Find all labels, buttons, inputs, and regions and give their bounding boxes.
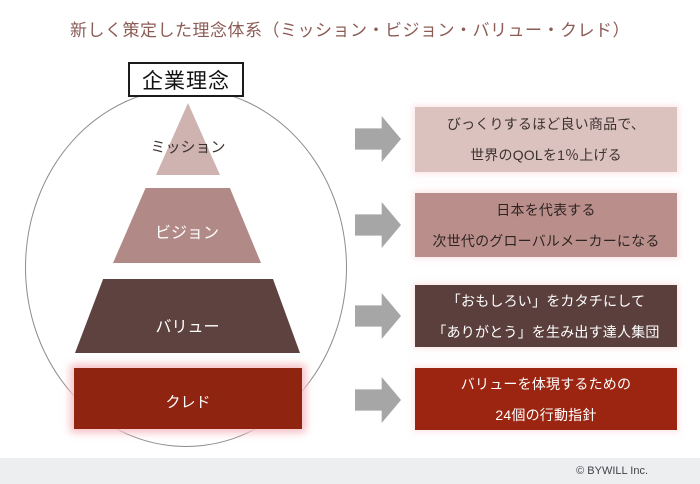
corporate-philosophy-label: 企業理念	[142, 69, 230, 93]
callout-credo-line-2: 24個の行動指針	[495, 406, 597, 423]
callout-value-line-1: 「おもしろい」をカタチにして	[446, 292, 646, 309]
callout-mission-line-1: びっくりするほど良い商品で、	[446, 116, 646, 132]
pyramid-label-vision: ビジョン	[154, 225, 219, 242]
right-arrow-icon	[355, 116, 401, 162]
callout-vision-line-1: 日本を代表する	[496, 201, 596, 218]
callout-credo-line-1: バリューを体現するための	[460, 375, 632, 392]
right-arrow-icon	[355, 377, 401, 423]
callout-vision-line-2: 次世代のグローバルメーカーになる	[432, 232, 660, 249]
corporate-philosophy-box: 企業理念	[128, 62, 244, 97]
callout-credo: バリューを体現するための 24個の行動指針	[415, 368, 677, 430]
right-arrow-icon	[355, 202, 401, 248]
right-arrow-icon	[355, 293, 401, 339]
pyramid-label-credo: クレド	[165, 394, 211, 411]
pyramid-level-credo-shape	[74, 368, 302, 429]
footer-bar: © BYWILL Inc.	[0, 458, 700, 484]
pyramid-label-value: バリュー	[155, 319, 220, 336]
pyramid-label-mission: ミッション	[150, 139, 226, 156]
callout-mission: びっくりするほど良い商品で、 世界のQOLを1％上げる	[415, 107, 677, 172]
pyramid-level-value-shape	[75, 279, 300, 353]
callout-mission-line-2: 世界のQOLを1％上げる	[470, 147, 622, 163]
callout-vision: 日本を代表する 次世代のグローバルメーカーになる	[415, 193, 677, 257]
copyright-text: © BYWILL Inc.	[576, 465, 648, 477]
callout-value-line-2: 「ありがとう」を生み出す達人集団	[432, 323, 660, 340]
slide-title: 新しく策定した理念体系（ミッション・ビジョン・バリュー・クレド）	[70, 21, 630, 40]
callout-value: 「おもしろい」をカタチにして 「ありがとう」を生み出す達人集団	[415, 285, 677, 347]
